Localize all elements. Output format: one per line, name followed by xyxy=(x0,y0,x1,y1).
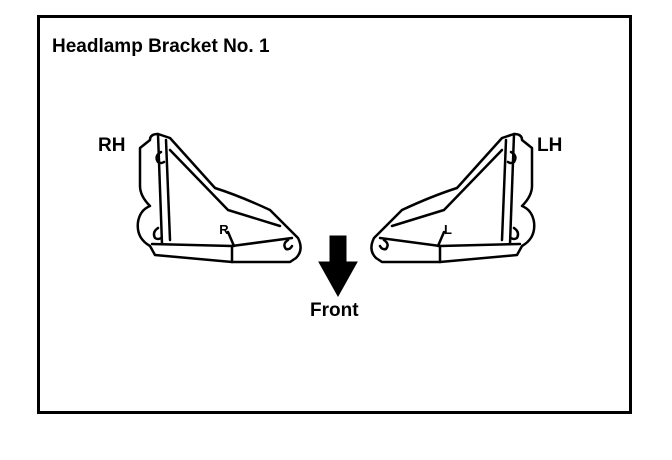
rh-bracket: R xyxy=(136,132,302,264)
figure-title: Headlamp Bracket No. 1 xyxy=(52,36,270,57)
front-arrow-icon xyxy=(318,235,358,298)
rh-label: RH xyxy=(98,135,126,156)
front-label: Front xyxy=(310,300,359,321)
l-mark: L xyxy=(444,222,452,237)
lh-bracket: L xyxy=(370,132,536,264)
r-mark: R xyxy=(219,222,229,237)
lh-label: LH xyxy=(537,135,563,156)
